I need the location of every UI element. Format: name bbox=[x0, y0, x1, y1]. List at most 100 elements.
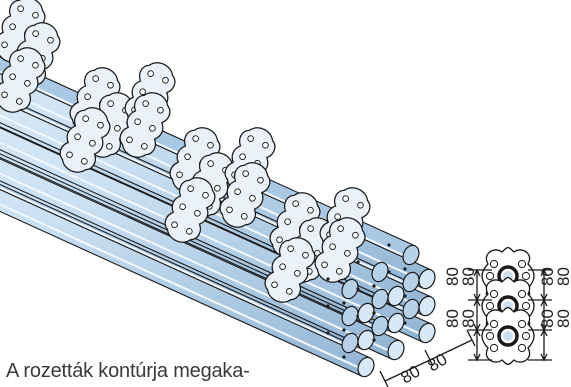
tube-highlight bbox=[0, 141, 426, 338]
tube-end-icon bbox=[372, 338, 405, 361]
dim-label-left-3: 80 bbox=[443, 309, 462, 328]
rosette-hole bbox=[9, 73, 16, 81]
dimension-tick bbox=[424, 349, 434, 367]
tube-pin-hole bbox=[356, 260, 360, 264]
rosette-hole bbox=[307, 225, 314, 232]
tube-end-icon bbox=[387, 297, 420, 320]
rosette-hole bbox=[342, 195, 349, 202]
tube-end-face bbox=[402, 298, 420, 320]
tube-end-face bbox=[357, 356, 375, 378]
rosette-hole bbox=[207, 141, 214, 149]
rosette-hole bbox=[352, 231, 359, 239]
rosette-icon bbox=[264, 237, 316, 303]
rosette-hole bbox=[517, 319, 527, 329]
dim-label-right-4: 80 bbox=[554, 309, 571, 328]
tube-end-face bbox=[387, 312, 405, 334]
rosette-hole bbox=[207, 160, 214, 167]
tube-pin-hole bbox=[403, 267, 407, 271]
tube-pin-hole bbox=[342, 355, 346, 359]
rosette-icon bbox=[219, 162, 271, 228]
dim-label-bottom-2: 80 bbox=[425, 350, 451, 376]
rosette-hole bbox=[517, 259, 527, 269]
rosette-hole bbox=[107, 100, 114, 107]
tube-end-face bbox=[402, 271, 420, 293]
dimension-arrow-icon bbox=[384, 359, 431, 382]
tube-end-icon bbox=[326, 277, 359, 300]
rosette-hole bbox=[226, 206, 233, 214]
tube-highlight bbox=[0, 172, 395, 355]
tube-end-face bbox=[387, 285, 405, 307]
dimension-arrow-head bbox=[473, 298, 481, 307]
tube-end-icon bbox=[403, 321, 436, 344]
dimension-arrow-icon bbox=[429, 339, 473, 361]
tube-pin-hole bbox=[326, 331, 330, 335]
rosette-hole bbox=[32, 61, 39, 69]
dimension-lines bbox=[379, 268, 552, 387]
rosette-hole bbox=[329, 243, 336, 251]
rosette-hole bbox=[141, 143, 148, 150]
dimension-arrow-head bbox=[540, 353, 548, 362]
rosette-hole bbox=[194, 209, 201, 217]
tube-end-face bbox=[418, 268, 436, 290]
rosette-hole bbox=[489, 289, 499, 299]
tube-pin-hole bbox=[372, 338, 376, 342]
tube-end-face bbox=[402, 244, 420, 266]
rosette-hole bbox=[517, 343, 527, 353]
rosette-icon bbox=[0, 47, 46, 113]
rosette-icon bbox=[481, 306, 535, 366]
rosette-hole bbox=[307, 206, 314, 214]
tube-pin-hole bbox=[342, 301, 346, 305]
rosette-center bbox=[503, 331, 513, 341]
rosette-hole bbox=[336, 268, 343, 275]
rosette-hole bbox=[247, 135, 254, 142]
tube-end-icon bbox=[342, 301, 375, 324]
rosette-hole bbox=[81, 158, 88, 165]
rosette-hole bbox=[171, 221, 178, 229]
rosette-hole bbox=[186, 228, 193, 235]
tube-end-icon bbox=[372, 284, 405, 307]
rosette-hole bbox=[142, 100, 149, 107]
dimension-arrow-head bbox=[473, 328, 481, 337]
rosette-hole bbox=[302, 251, 309, 259]
rosette-hole bbox=[187, 185, 194, 192]
rosette-end-view bbox=[481, 246, 535, 366]
rosette-hole bbox=[344, 249, 351, 257]
rosette-hole bbox=[284, 218, 291, 226]
tube-end-face bbox=[341, 332, 359, 354]
rosette-hole bbox=[66, 151, 73, 159]
rosette-hole bbox=[485, 331, 495, 341]
rosette-hole bbox=[9, 23, 16, 31]
rosette-icon bbox=[164, 177, 216, 243]
rosette-hole bbox=[157, 106, 164, 114]
rosette-hole bbox=[294, 269, 301, 277]
rosette-hole bbox=[24, 79, 31, 87]
tube-end-face bbox=[357, 302, 375, 324]
rosette-hole bbox=[147, 70, 154, 77]
rosette-hole bbox=[485, 271, 495, 281]
tube-pin-hole bbox=[387, 243, 391, 247]
rosette-hole bbox=[234, 188, 241, 196]
tube-end-face bbox=[418, 322, 436, 344]
rosette-hole bbox=[162, 76, 169, 84]
rosette-hole bbox=[32, 30, 39, 37]
rosette-hole bbox=[17, 5, 24, 12]
rosette-hole bbox=[184, 153, 191, 161]
rosette-hole bbox=[271, 281, 278, 289]
rosette-hole bbox=[192, 135, 199, 142]
tube-end-icon bbox=[356, 260, 389, 283]
dim-label-right-3: 80 bbox=[538, 309, 557, 328]
rosette-hole bbox=[321, 261, 328, 269]
tube-end-icon bbox=[372, 311, 405, 334]
rosette-hole bbox=[279, 263, 286, 271]
tube-end-icon bbox=[403, 267, 436, 290]
rosette-hole bbox=[239, 153, 246, 161]
rosette-hole bbox=[521, 331, 531, 341]
rosette-hole bbox=[16, 98, 23, 105]
rosette-hole bbox=[214, 184, 221, 192]
dim-label-right-2: 80 bbox=[554, 267, 571, 286]
rosette-hole bbox=[74, 133, 81, 141]
rosette-hole bbox=[97, 121, 104, 129]
tube-pin-hole bbox=[356, 287, 360, 291]
tube-highlight bbox=[0, 203, 365, 372]
rosette-hole bbox=[1, 41, 8, 49]
